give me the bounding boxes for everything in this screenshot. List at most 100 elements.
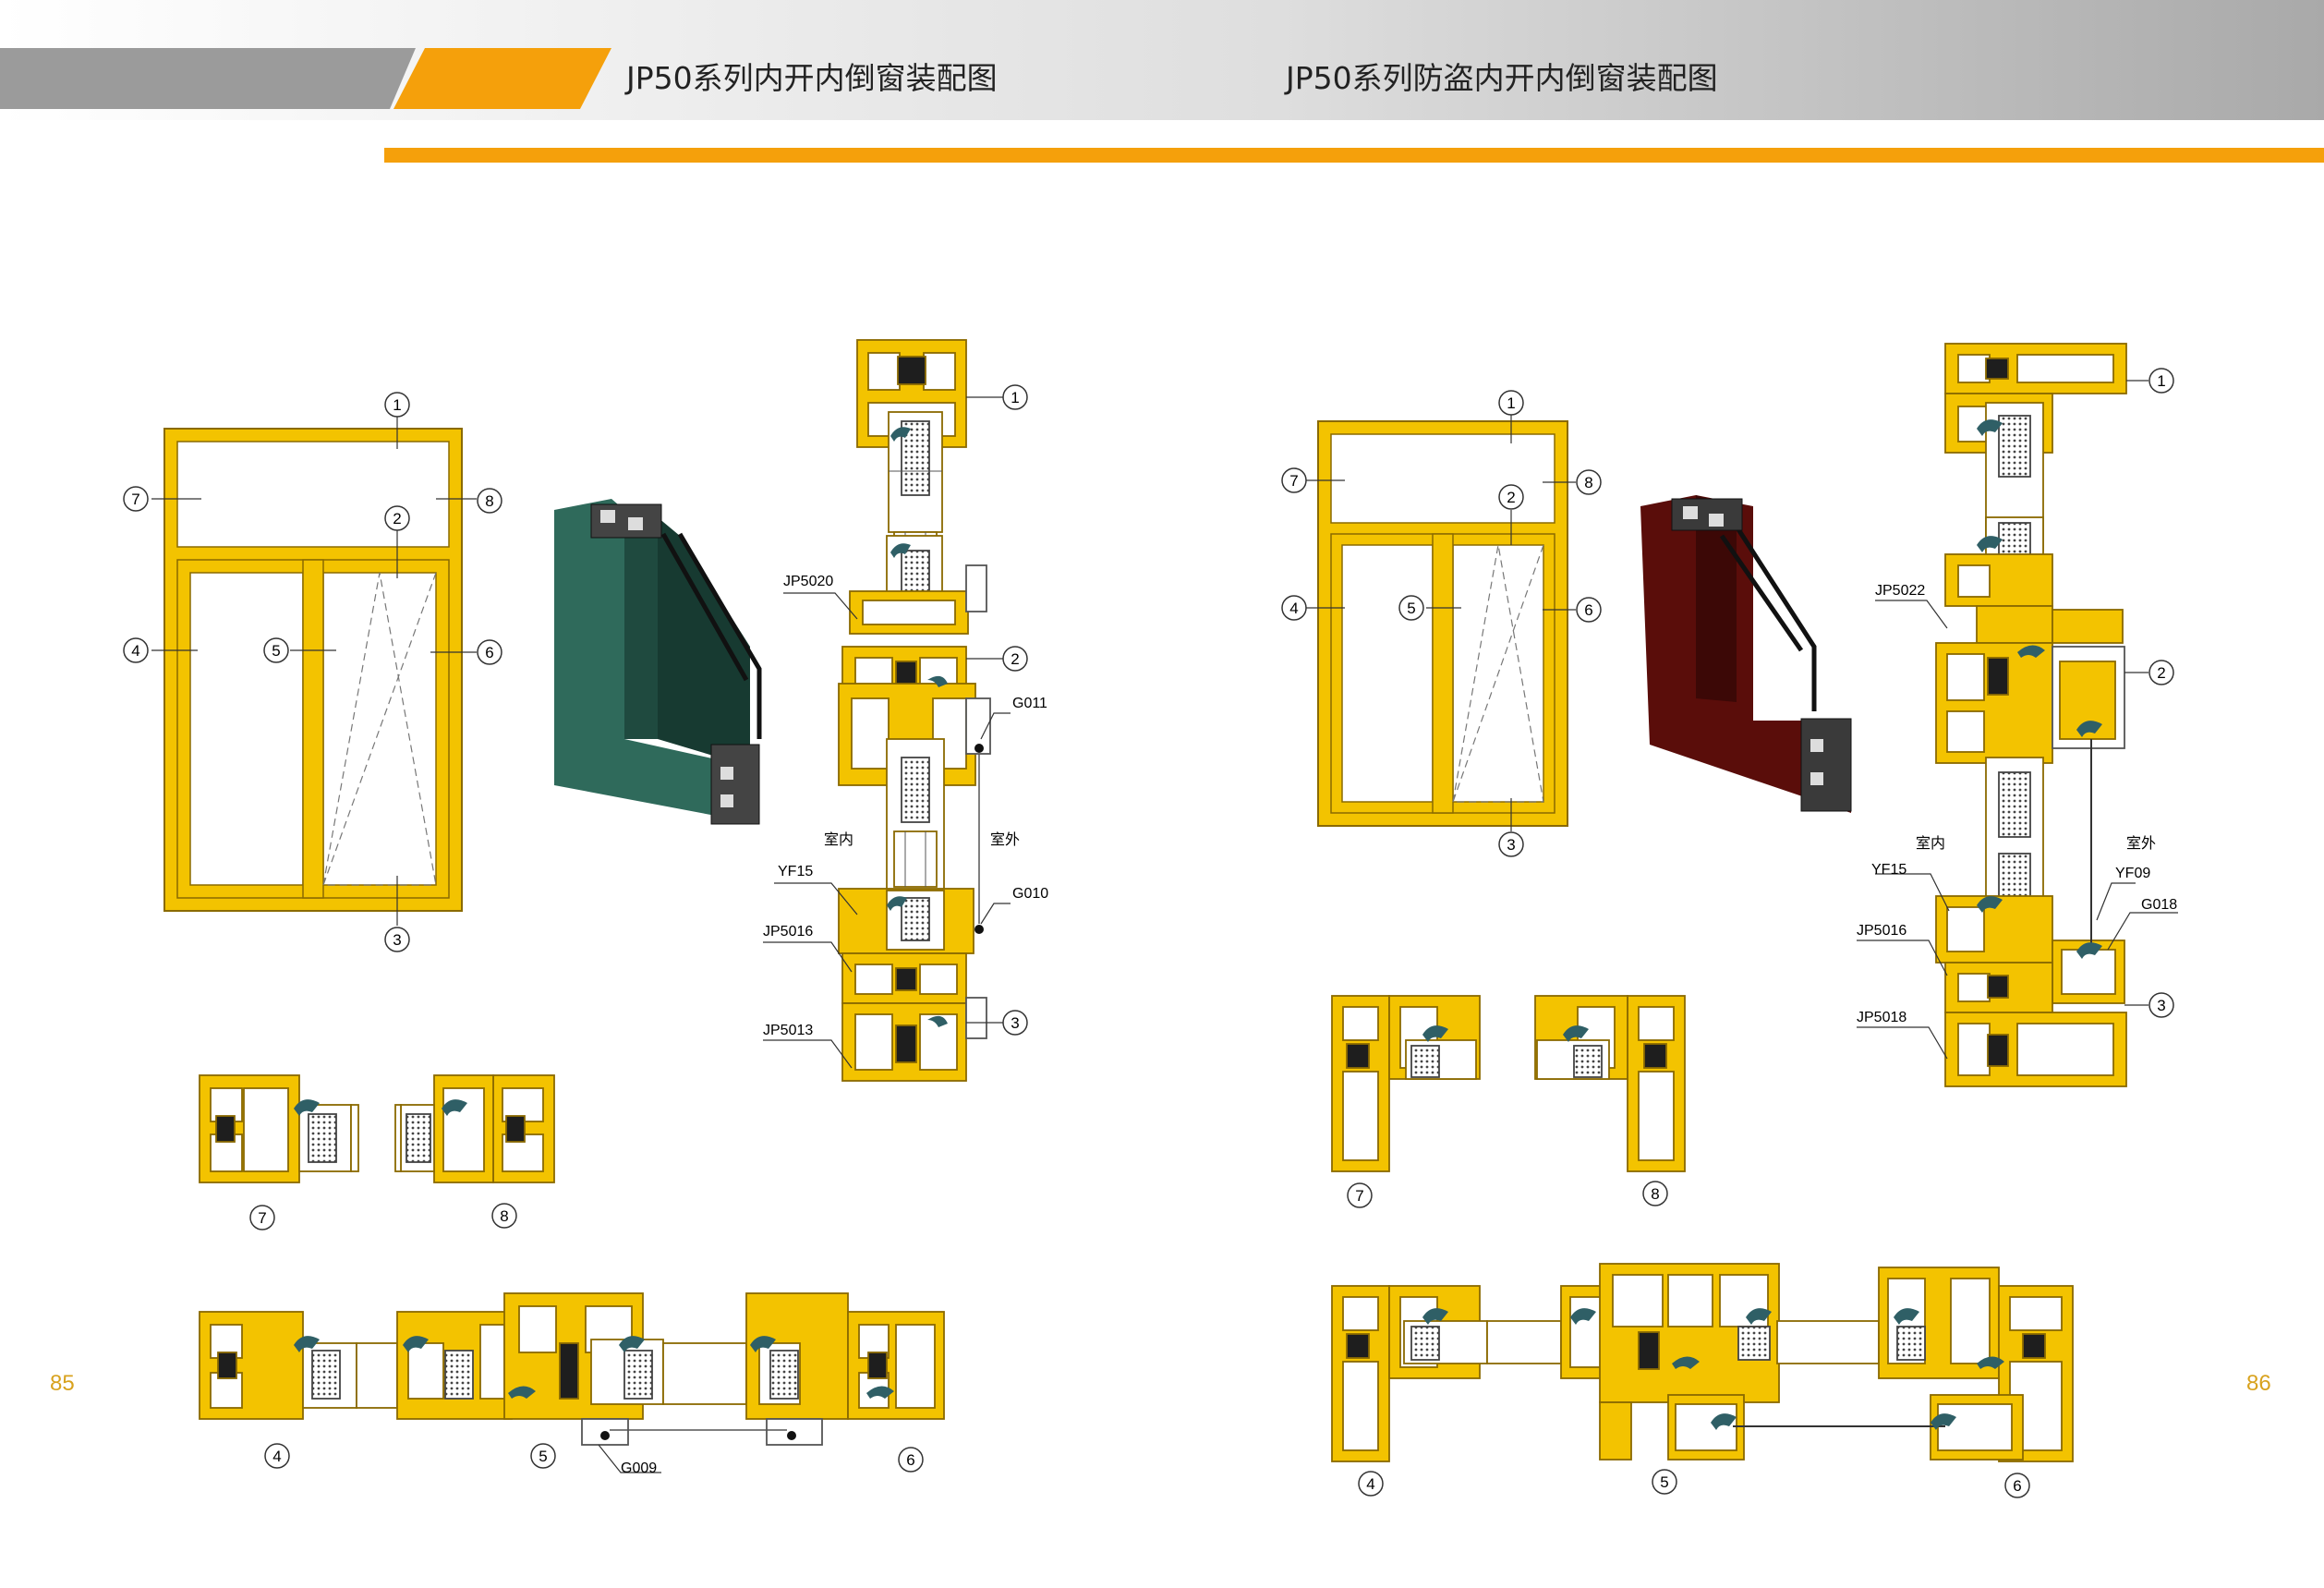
detail-callout-6: 6: [898, 1447, 924, 1473]
left-horizontal-section: [199, 1292, 945, 1446]
r-callout-4: 4: [1281, 595, 1307, 621]
header-gray-tab: [0, 48, 416, 109]
svg-text:8: 8: [1584, 474, 1592, 491]
label-g009: G009: [621, 1461, 657, 1476]
r-detail-callout-6: 6: [2004, 1473, 2030, 1498]
label-r-indoor: 室内: [1916, 835, 1945, 852]
svg-text:1: 1: [1507, 394, 1515, 412]
label-jp5013: JP5013: [763, 1023, 813, 1038]
label-g010: G010: [1012, 886, 1048, 902]
svg-text:6: 6: [2013, 1477, 2021, 1495]
header-orange-tab: [393, 48, 611, 109]
left-horizontal-labels: 4 5 G009 6: [264, 1443, 924, 1476]
callout-6: 6: [477, 639, 502, 665]
svg-text:5: 5: [1407, 600, 1415, 617]
svg-text:8: 8: [500, 1207, 508, 1225]
svg-text:4: 4: [1366, 1475, 1374, 1493]
callout-8: 8: [477, 488, 502, 514]
svg-text:8: 8: [485, 492, 493, 510]
r-section-callout-2: 2: [2148, 660, 2174, 685]
r-callout-2: 2: [1498, 484, 1524, 510]
svg-text:2: 2: [1507, 489, 1515, 506]
label-g011: G011: [1012, 696, 1047, 711]
section-callout-1: 1: [1002, 384, 1028, 410]
right-profile-3d-brown: [1640, 495, 1852, 813]
svg-text:5: 5: [1660, 1473, 1668, 1491]
r-callout-5: 5: [1398, 595, 1424, 621]
detail-callout-4: 4: [264, 1443, 290, 1469]
label-outdoor: 室外: [990, 831, 1020, 848]
svg-text:8: 8: [1651, 1185, 1659, 1203]
svg-text:2: 2: [2157, 664, 2165, 682]
label-indoor: 室内: [824, 831, 853, 848]
section-callout-2: 2: [1002, 646, 1028, 672]
svg-text:3: 3: [1011, 1014, 1019, 1032]
right-section-labels: 1 JP5022 2 室内 室外 YF15 YF09 G018 JP5016 3…: [1857, 368, 2177, 1025]
svg-text:1: 1: [2157, 372, 2165, 390]
r-detail-callout-4: 4: [1358, 1471, 1384, 1497]
detail-callout-7: 7: [249, 1205, 275, 1230]
callout-3: 3: [384, 927, 410, 952]
right-detail-7-8-labels: 7 8: [1347, 1181, 1668, 1208]
page-number-left: 85: [50, 1371, 75, 1396]
left-section-labels: 1 JP5020 2 G011 室内 室外 YF15 G010 JP5016 3…: [763, 384, 1048, 1038]
callout-5: 5: [263, 637, 289, 663]
detail-callout-5: 5: [530, 1443, 556, 1469]
label-r-yf15: YF15: [1871, 862, 1906, 878]
left-profile-3d-green: [554, 499, 762, 825]
r-section-callout-1: 1: [2148, 368, 2174, 394]
r-section-callout-3: 3: [2148, 992, 2174, 1018]
left-elevation-callouts: 1 7 8 2 4 5 6 3: [123, 392, 502, 952]
detail-callout-8: 8: [491, 1203, 517, 1229]
left-detail-7-8-labels: 7 8: [249, 1203, 517, 1230]
svg-text:3: 3: [393, 931, 401, 949]
svg-text:6: 6: [485, 644, 493, 661]
right-horizontal-section: [1331, 1263, 2074, 1462]
svg-text:6: 6: [906, 1451, 914, 1469]
right-window-elevation: [1304, 414, 1576, 831]
svg-text:2: 2: [1011, 650, 1019, 668]
right-horizontal-labels: 4 5 6: [1358, 1469, 2030, 1498]
title-left: JP50系列内开内倒窗装配图: [626, 60, 998, 96]
callout-4: 4: [123, 637, 149, 663]
right-detail-7-8: [1331, 995, 1686, 1172]
label-jp5020: JP5020: [783, 574, 833, 589]
label-r-outdoor: 室外: [2126, 835, 2156, 852]
orange-rule: [384, 148, 2324, 163]
svg-text:7: 7: [131, 491, 139, 508]
r-detail-callout-5: 5: [1652, 1469, 1677, 1495]
svg-text:4: 4: [1289, 600, 1298, 617]
label-jp5018: JP5018: [1857, 1010, 1906, 1025]
svg-text:5: 5: [539, 1448, 547, 1465]
r-detail-callout-8: 8: [1642, 1181, 1668, 1206]
svg-text:4: 4: [272, 1448, 281, 1465]
svg-text:3: 3: [2157, 997, 2165, 1014]
r-callout-6: 6: [1576, 597, 1602, 623]
svg-text:7: 7: [1289, 472, 1298, 490]
r-callout-8: 8: [1576, 469, 1602, 495]
right-vertical-section: [1935, 343, 2127, 1087]
label-jp5016: JP5016: [763, 924, 813, 939]
left-section-leaders: [763, 396, 1011, 1069]
left-vertical-section: [838, 339, 991, 1082]
r-callout-1: 1: [1498, 390, 1524, 416]
svg-text:6: 6: [1584, 601, 1592, 619]
label-g018: G018: [2141, 897, 2177, 913]
page-header: [0, 0, 2324, 163]
svg-text:4: 4: [131, 642, 139, 660]
left-detail-7-8: [199, 1074, 555, 1183]
svg-text:1: 1: [1011, 389, 1019, 406]
section-callout-3: 3: [1002, 1010, 1028, 1036]
svg-text:1: 1: [393, 396, 401, 414]
r-callout-3: 3: [1498, 831, 1524, 857]
r-callout-7: 7: [1281, 467, 1307, 493]
svg-text:5: 5: [272, 642, 280, 660]
callout-2: 2: [384, 505, 410, 531]
callout-1: 1: [384, 392, 410, 418]
right-section-leaders: [1857, 380, 2178, 1060]
title-right: JP50系列防盗内开内倒窗装配图: [1286, 60, 1718, 96]
label-yf15: YF15: [778, 864, 813, 879]
right-elevation-callouts: 1 7 8 2 4 5 6 3: [1281, 390, 1602, 857]
label-yf09: YF09: [2115, 866, 2150, 881]
